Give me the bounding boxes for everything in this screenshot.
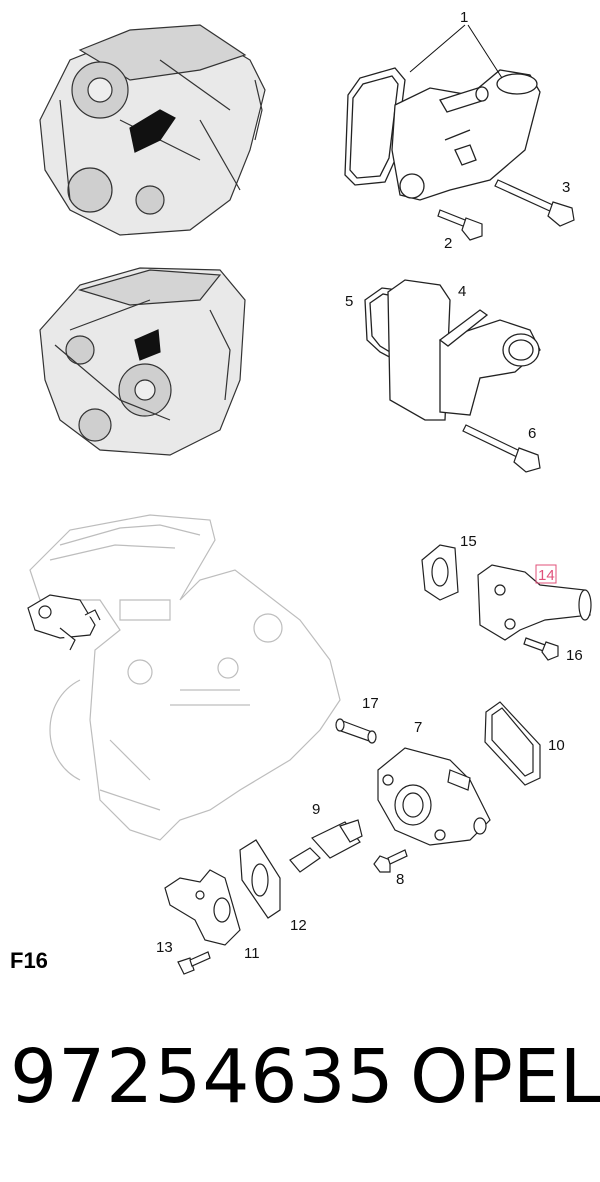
callout-17: 17 <box>362 695 379 712</box>
callout-6: 6 <box>528 425 536 442</box>
part-10-gasket <box>484 701 541 786</box>
callout-14-highlight <box>535 564 557 584</box>
callout-5: 5 <box>345 293 353 310</box>
callout-12: 12 <box>290 917 307 934</box>
callout-3: 3 <box>562 179 570 196</box>
callout-10: 10 <box>548 737 565 754</box>
brand-name: OPEL <box>410 1034 600 1120</box>
callout-13: 13 <box>156 939 173 956</box>
callout-2: 2 <box>444 235 452 252</box>
engine-block-lower <box>29 514 341 841</box>
engine-illustration-top <box>39 24 266 236</box>
callout-lines-1 <box>409 24 503 79</box>
callout-1: 1 <box>460 9 468 26</box>
part-5-gasket-housing <box>364 279 541 421</box>
part-8-bolt <box>373 849 408 873</box>
part-1-thermostat-housing <box>344 67 541 201</box>
part-13-bolt <box>177 951 211 975</box>
callout-14: 14 <box>538 567 555 584</box>
part-12-gasket <box>239 839 281 919</box>
part-7-housing <box>377 747 491 846</box>
section-label: F16 <box>10 948 48 973</box>
part-6-bolt <box>462 424 541 473</box>
callout-4: 4 <box>458 283 466 300</box>
callout-8: 8 <box>396 871 404 888</box>
part-3-bolt <box>494 179 575 227</box>
thermostat-housing-small <box>27 594 101 651</box>
part-17-sleeve <box>335 718 377 744</box>
part-11-housing <box>164 869 241 946</box>
callout-16: 16 <box>566 647 583 664</box>
callout-9: 9 <box>312 801 320 818</box>
part-15-gasket <box>421 544 459 601</box>
callout-7: 7 <box>414 719 422 736</box>
part-9-thermostat <box>289 819 363 873</box>
callout-11: 11 <box>244 945 260 962</box>
part-2-bolt <box>437 209 483 241</box>
engine-illustration-middle <box>39 267 246 456</box>
callout-15: 15 <box>460 533 477 550</box>
part-16-bolt <box>523 637 559 661</box>
part-14-housing <box>477 564 592 641</box>
part-number: 97254635 <box>10 1034 395 1120</box>
